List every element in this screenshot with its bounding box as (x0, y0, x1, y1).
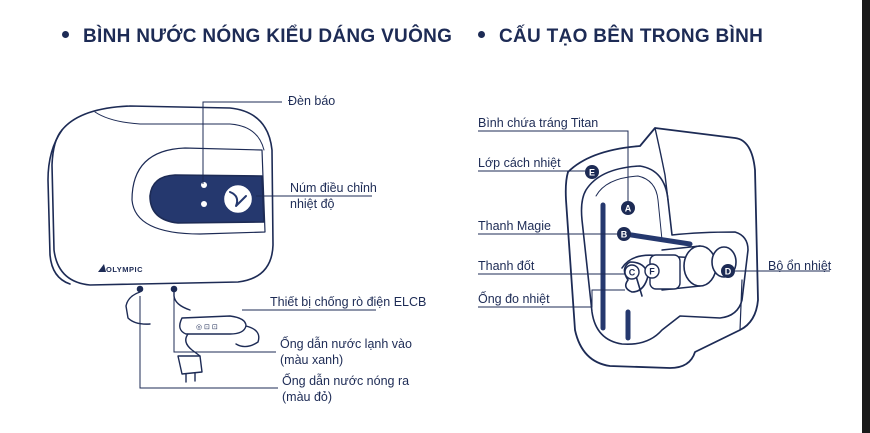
brand-text: OLYMPIC (106, 265, 143, 274)
leader-indicator (202, 101, 282, 184)
svg-text:A: A (625, 204, 632, 214)
right-leader-lines (478, 130, 830, 308)
svg-text:B: B (621, 230, 628, 240)
label-elcb: Thiết bị chống rò điện ELCB (270, 295, 427, 309)
marker-b: B (617, 227, 631, 241)
marker-f: F (644, 263, 660, 279)
leader-cold-pipe (173, 296, 276, 353)
svg-text:C: C (629, 268, 636, 278)
marker-badges: A B C D E F (585, 165, 735, 280)
bullet-icon (478, 31, 485, 39)
leader-tank (478, 130, 629, 201)
left-heading: BÌNH NƯỚC NÓNG KIỂU DÁNG VUÔNG (62, 26, 452, 48)
leader-thermo-tube (478, 289, 625, 308)
label-magnesium: Thanh Magie (478, 219, 551, 233)
marker-e: E (585, 165, 599, 179)
left-leader-lines (139, 101, 376, 389)
marker-a: A (621, 201, 635, 215)
internal-structure-illustration (564, 127, 759, 369)
svg-text:E: E (589, 168, 595, 178)
label-insulation: Lớp cách nhiệt (478, 156, 561, 170)
label-cold-line2: (màu xanh) (280, 353, 344, 367)
label-indicator: Đèn báo (288, 94, 336, 108)
marker-c: C (624, 264, 640, 280)
label-cold-line1: Ống dẫn nước lạnh vào (280, 337, 412, 351)
svg-text:◎ ⊡ ⊡: ◎ ⊡ ⊡ (196, 324, 218, 331)
label-thermo-tube: Ống đo nhiệt (478, 292, 550, 306)
label-hot-line1: Ống dẫn nước nóng ra (282, 374, 410, 388)
left-heading-text: BÌNH NƯỚC NÓNG KIỂU DÁNG VUÔNG (83, 26, 453, 47)
svg-text:D: D (725, 267, 732, 277)
label-hot-line2: (màu đỏ) (282, 390, 333, 404)
bullet-icon (62, 31, 69, 39)
right-heading: CẤU TẠO BÊN TRONG BÌNH (478, 26, 763, 48)
svg-text:F: F (649, 267, 655, 277)
marker-d: D (721, 264, 735, 278)
water-heater-illustration: ◎ ⊡ ⊡ (47, 105, 274, 383)
brand-logo (98, 264, 106, 272)
label-knob-line1: Núm điều chỉnh (290, 181, 377, 195)
label-tank: Bình chứa tráng Titan (478, 116, 599, 130)
right-heading-text: CẤU TẠO BÊN TRONG BÌNH (499, 26, 764, 47)
right-edge-bar (862, 0, 870, 433)
label-knob-line2: nhiệt độ (290, 197, 335, 211)
label-heater: Thanh đốt (478, 259, 535, 273)
leader-hot-pipe (139, 296, 278, 389)
label-thermostat: Bộ ổn nhiệt (768, 259, 832, 273)
